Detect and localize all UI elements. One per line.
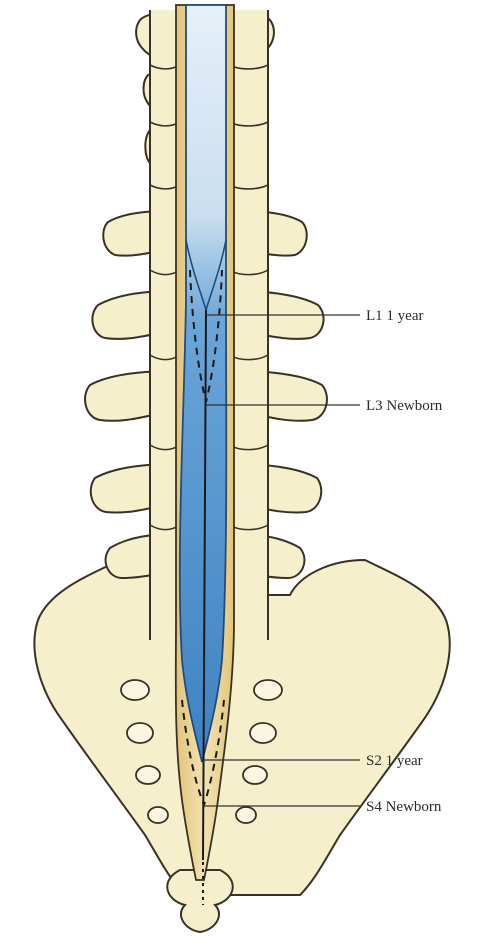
label-s2-1-year: S2 1 year (366, 753, 423, 769)
label-s4-newborn: S4 Newborn (366, 799, 442, 815)
label-l1-1-year: L1 1 year (366, 308, 423, 324)
label-l3-newborn: L3 Newborn (366, 398, 443, 414)
spinal-cord (180, 5, 227, 762)
